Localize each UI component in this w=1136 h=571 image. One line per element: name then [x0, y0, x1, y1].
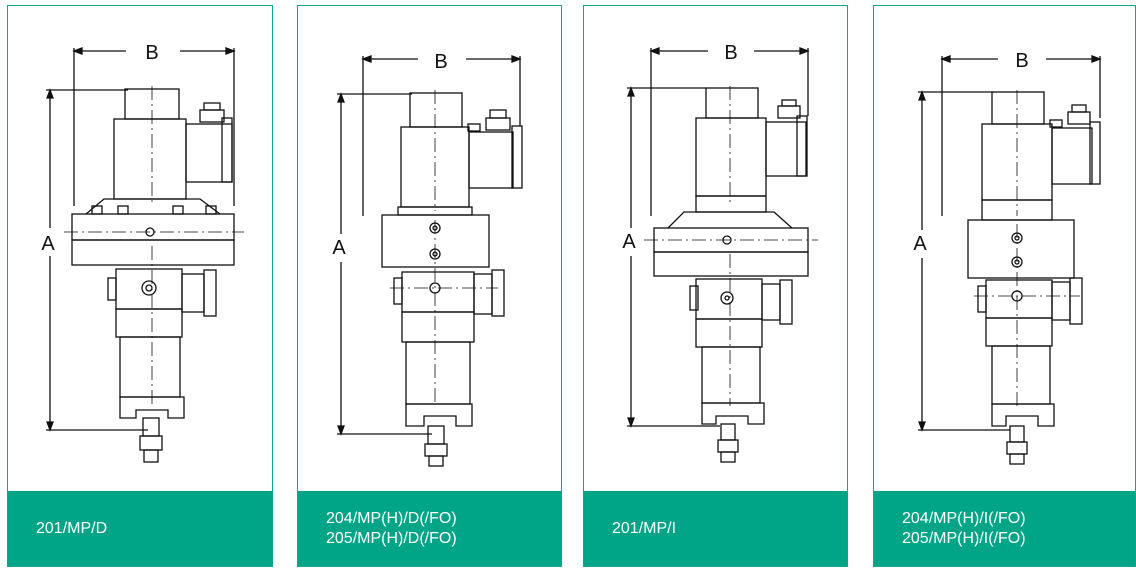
caption-line-1: 201/MP/I: [612, 519, 677, 537]
dimension-label-a: A: [622, 231, 636, 253]
card-caption: 204/MP(H)/D(/FO) 205/MP(H)/D(/FO): [298, 491, 561, 566]
dimension-label-b: B: [434, 51, 447, 73]
card-caption: 201/MP/I: [584, 491, 847, 566]
dimension-label-b: B: [1015, 50, 1028, 72]
caption-line-1: 204/MP(H)/I(/FO): [902, 509, 1026, 527]
valve-card-3: B A 201/MP/I: [583, 5, 848, 567]
caption-line-1: 201/MP/D: [36, 519, 108, 537]
valve-card-1: B A 201/MP/D: [7, 5, 273, 567]
dimension-label-b: B: [145, 42, 158, 64]
dimension-label-a: A: [913, 233, 927, 255]
caption-line-2: 205/MP(H)/I(/FO): [902, 529, 1026, 547]
dimension-label-b: B: [724, 42, 737, 64]
valve-card-4: B A 204/MP(H)/I(/FO) 205/MP(H)/I(/FO): [873, 5, 1136, 567]
valve-drawing-204-205-mp-h-d: B A: [332, 51, 523, 467]
card-caption: 204/MP(H)/I(/FO) 205/MP(H)/I(/FO): [874, 491, 1135, 566]
valve-drawing-204-205-mp-h-i: B A: [913, 50, 1102, 465]
card-caption: 201/MP/D: [8, 491, 272, 566]
valve-drawing-201-mp-i: B A: [622, 42, 818, 463]
valve-drawing-201-mp-d: B A: [41, 42, 244, 463]
dimension-label-a: A: [332, 237, 346, 259]
caption-line-2: 205/MP(H)/D(/FO): [326, 529, 457, 547]
caption-line-1: 204/MP(H)/D(/FO): [326, 509, 457, 527]
dimension-label-a: A: [41, 233, 55, 255]
valve-card-2: B A 204/MP(H)/D(/FO) 205/MP(H)/D(/FO): [297, 5, 562, 567]
